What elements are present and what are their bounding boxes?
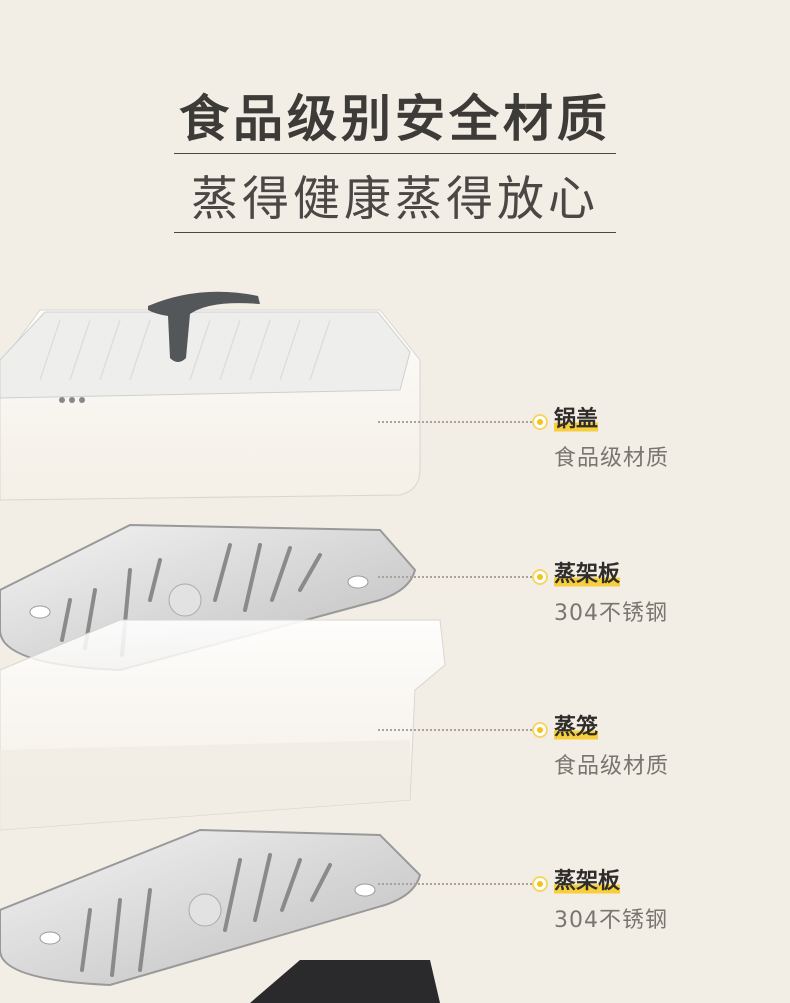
title-underline: [174, 153, 616, 154]
subtitle-underline: [174, 232, 616, 233]
part-material: 304不锈钢: [554, 908, 668, 933]
steamer-base: [250, 960, 440, 1003]
part-material: 食品级材质: [554, 754, 670, 779]
leader-line: [378, 421, 532, 423]
pin-dot-icon: [532, 569, 548, 585]
lid: [0, 291, 421, 501]
part-name: 蒸笼: [554, 712, 599, 742]
pin-dot-icon: [532, 722, 548, 738]
callout-lid: 锅盖 食品级材质: [378, 404, 778, 502]
page-subtitle: 蒸得健康蒸得放心: [191, 172, 599, 227]
steamer-basket: [0, 619, 446, 831]
steaming-rack-bottom: [0, 828, 422, 987]
part-name: 锅盖: [554, 404, 599, 434]
page-title: 食品级别安全材质: [179, 89, 611, 148]
pin-dot-icon: [532, 876, 548, 892]
callout-rack-top: 蒸架板 304不锈钢: [378, 559, 778, 657]
callout-basket: 蒸笼 食品级材质: [378, 712, 778, 810]
part-material: 食品级材质: [554, 446, 670, 471]
leader-line: [378, 729, 532, 731]
part-name: 蒸架板: [554, 866, 621, 896]
leader-line: [378, 883, 532, 885]
steamer-exploded-view: [0, 291, 446, 1003]
part-material: 304不锈钢: [554, 601, 668, 626]
part-name: 蒸架板: [554, 559, 621, 589]
pin-dot-icon: [532, 414, 548, 430]
leader-line: [378, 576, 532, 578]
lid-handle: [148, 291, 260, 362]
callout-rack-bottom: 蒸架板 304不锈钢: [378, 866, 778, 964]
